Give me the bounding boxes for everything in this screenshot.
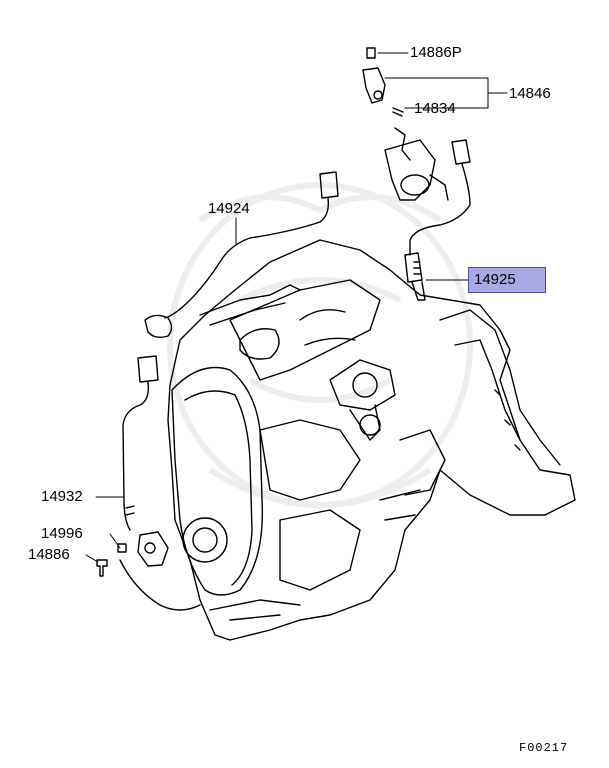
part-label-14846[interactable]: 14846 <box>509 85 551 102</box>
exhaust-pipe <box>439 309 561 466</box>
crank-pulley <box>182 517 228 563</box>
knock-sensor-harness <box>144 171 339 339</box>
cam-sensor-assembly <box>362 47 449 201</box>
part-label-14834[interactable]: 14834 <box>414 100 456 117</box>
part-label-14886[interactable]: 14886 <box>28 546 70 563</box>
leader-lines <box>85 52 508 563</box>
crank-sensor-harness <box>119 355 201 611</box>
figure-code: F00217 <box>519 741 569 755</box>
part-label-14996[interactable]: 14996 <box>41 525 83 542</box>
o2-sensor <box>404 139 471 301</box>
crank-sensor <box>96 531 169 577</box>
engine-block <box>167 239 576 641</box>
timing-cover <box>171 366 264 596</box>
part-label-14932[interactable]: 14932 <box>41 488 83 505</box>
part-label-14886P[interactable]: 14886P <box>410 44 462 61</box>
highlight-box <box>468 267 546 293</box>
part-label-14924[interactable]: 14924 <box>208 200 250 217</box>
part-label-14925[interactable]: 14925 <box>474 271 516 288</box>
watermark-logo <box>167 182 473 508</box>
